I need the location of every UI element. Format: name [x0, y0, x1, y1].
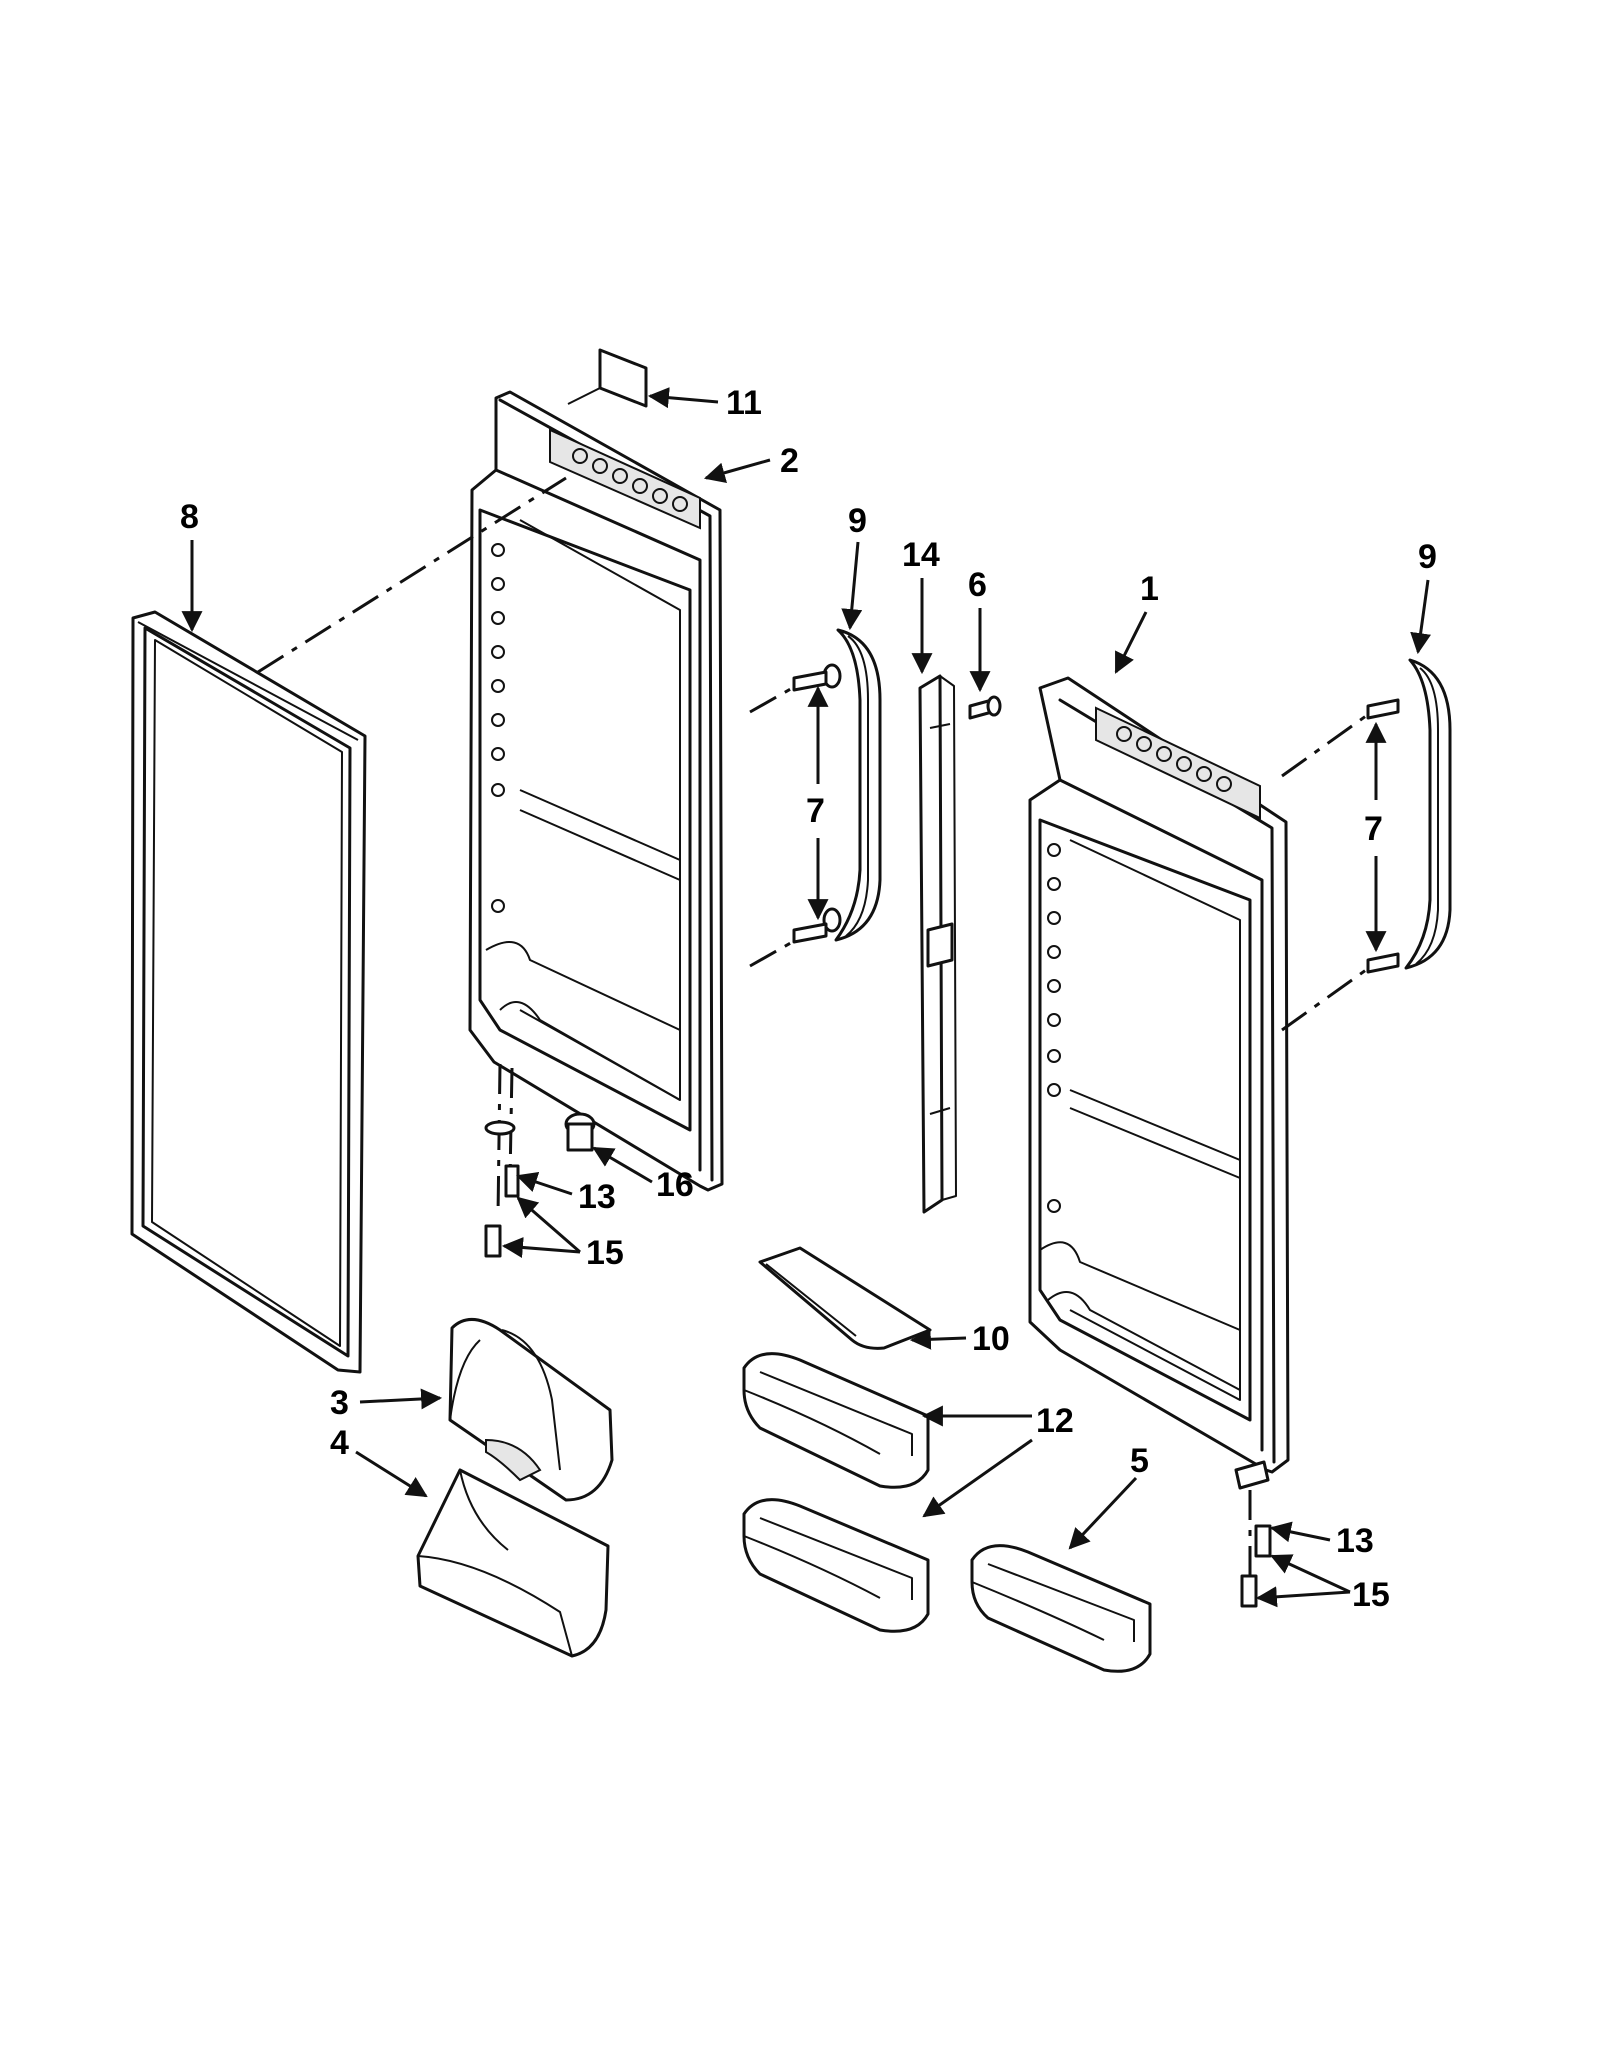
callout-7-left: 7 — [806, 792, 825, 830]
callout-labels: 8 11 2 9 7 14 6 1 9 7 13 16 15 10 3 4 12… — [180, 384, 1437, 1614]
callout-7-right: 7 — [1364, 810, 1383, 848]
callout-9-right: 9 — [1418, 538, 1437, 576]
callout-16: 16 — [656, 1166, 694, 1204]
left-hinge-hardware — [484, 1063, 596, 1258]
callout-15-left: 15 — [586, 1234, 624, 1272]
label-part — [567, 348, 648, 408]
right-door-liner-part — [1028, 676, 1290, 1474]
callout-13-left: 13 — [578, 1178, 616, 1216]
gasket-connector-line — [257, 476, 567, 674]
callout-2: 2 — [780, 442, 799, 480]
door-bin-small-part — [970, 1544, 1152, 1673]
callout-13-right: 13 — [1336, 1522, 1374, 1560]
callout-10: 10 — [972, 1320, 1010, 1358]
right-door-handle-part — [1281, 658, 1452, 1032]
shelf-cover-part — [758, 1246, 932, 1350]
door-bin-lower-part — [742, 1498, 930, 1633]
callout-8: 8 — [180, 498, 199, 536]
dairy-bin-part — [416, 1468, 610, 1658]
callout-9-left: 9 — [848, 502, 867, 540]
callout-4: 4 — [330, 1424, 349, 1462]
callout-leader-lines — [181, 387, 1432, 1608]
callout-14: 14 — [902, 536, 940, 574]
callout-11: 11 — [726, 384, 762, 422]
mullion-strip-part — [918, 674, 1002, 1214]
left-door-liner-part — [468, 390, 724, 1192]
door-gasket-part — [130, 610, 367, 1374]
dairy-door-part — [448, 1318, 614, 1502]
callout-15-right: 15 — [1352, 1576, 1390, 1614]
door-bin-upper-part — [742, 1352, 930, 1489]
right-hinge-hardware — [1234, 1460, 1272, 1608]
callout-12: 12 — [1036, 1402, 1074, 1440]
callout-5: 5 — [1130, 1442, 1149, 1480]
left-door-handle-part — [749, 628, 882, 968]
callout-6: 6 — [968, 566, 987, 604]
callout-1: 1 — [1140, 570, 1159, 608]
callout-3: 3 — [330, 1384, 349, 1422]
